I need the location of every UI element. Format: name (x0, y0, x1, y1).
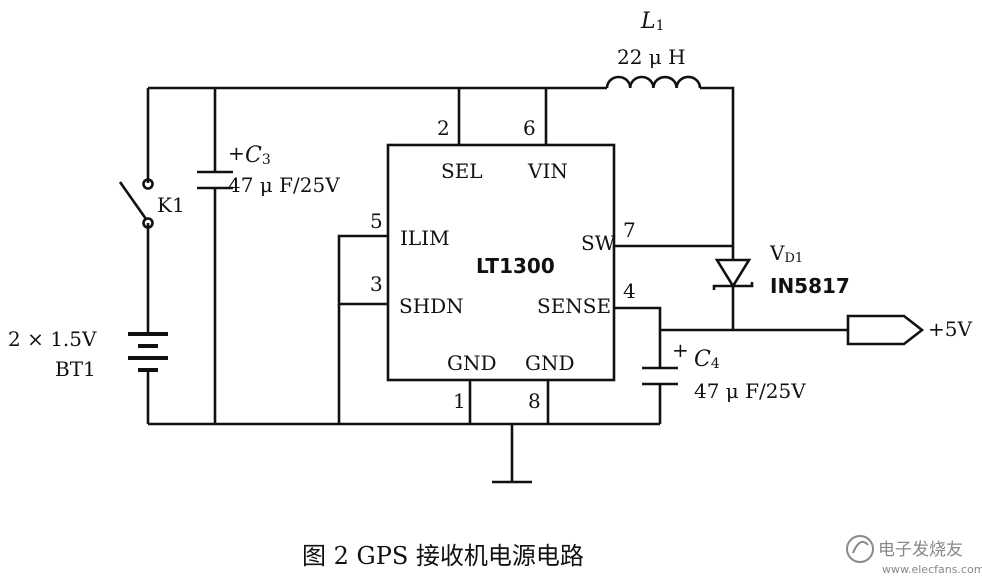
watermark-url-text: www.elecfans.com (882, 563, 982, 576)
pin-sense-number: 4 (623, 279, 636, 303)
pin-ilim-label: ILIM (400, 226, 450, 250)
c3-plus-sign: + (228, 141, 245, 165)
pin-gnd1-label: GND (447, 351, 497, 375)
switch-k1: K1 (118, 178, 185, 229)
c4-value-label: 47 μ F/25V (694, 379, 806, 403)
pin-gnd1-number: 1 (453, 389, 466, 413)
output-terminal: +5V (846, 314, 972, 346)
switch-blade (118, 181, 148, 220)
pin-shdn-label: SHDN (399, 294, 464, 318)
pin-sw-label: SW (581, 231, 616, 255)
battery-value-label: 2 × 1.5V (8, 327, 97, 351)
diode-ref-label: VD1 (769, 241, 803, 266)
ic-lt1300: LT1300 SEL 2 VIN 6 ILIM 5 SHDN 3 SW 7 SE… (370, 116, 636, 413)
c3-value-label: 47 μ F/25V (228, 173, 340, 197)
watermark-logo-icon (846, 535, 874, 563)
ic-body (386, 143, 616, 382)
pin-shdn-number: 3 (370, 272, 383, 296)
ic-name-label: LT1300 (476, 254, 555, 278)
ilim-shdn-wire (337, 234, 388, 306)
pin-vin-label: VIN (527, 159, 568, 183)
watermark: 电子发烧友 www.elecfans.com (846, 535, 982, 576)
pin-sw-number: 7 (623, 218, 636, 242)
diode-triangle (714, 258, 752, 289)
watermark-brand-text: 电子发烧友 (878, 540, 963, 560)
inductor-l1: L1 22 μ H (605, 9, 702, 89)
pin-ilim-number: 5 (370, 209, 383, 233)
diode-part-label: IN5817 (770, 274, 850, 298)
pin-gnd8-label: GND (525, 351, 575, 375)
wires (146, 86, 848, 484)
sense-pin-wire (614, 306, 662, 330)
switch-contact-bottom (142, 217, 154, 229)
switch-ref-label: K1 (157, 193, 185, 217)
capacitor-c4: + C4 47 μ F/25V (642, 338, 806, 403)
inductor-right-wire (700, 86, 735, 252)
diode-vd1: VD1 IN5817 (712, 241, 850, 298)
pin-vin-number: 6 (523, 116, 536, 140)
c4-plus-sign: + (672, 338, 689, 362)
pin-gnd8-number: 8 (528, 389, 541, 413)
battery-bt1: 2 × 1.5V BT1 (8, 327, 168, 381)
figure-caption: 图 2 GPS 接收机电源电路 (302, 542, 584, 570)
inductor-coil (605, 75, 702, 89)
inductor-ref-label: L1 (640, 9, 665, 34)
c3-ref-label: C3 (245, 143, 271, 168)
battery-ref-label: BT1 (55, 357, 96, 381)
pin-sel-number: 2 (437, 116, 450, 140)
c4-ref-label: C4 (694, 347, 720, 372)
switch-contact-top (142, 178, 154, 190)
inductor-value-label: 22 μ H (617, 45, 686, 69)
capacitor-c3: + C3 47 μ F/25V (197, 141, 340, 197)
output-arrow-shape (846, 314, 925, 346)
output-label: +5V (928, 317, 972, 341)
pin-sel-label: SEL (441, 159, 483, 183)
pin-sense-label: SENSE (537, 294, 611, 318)
